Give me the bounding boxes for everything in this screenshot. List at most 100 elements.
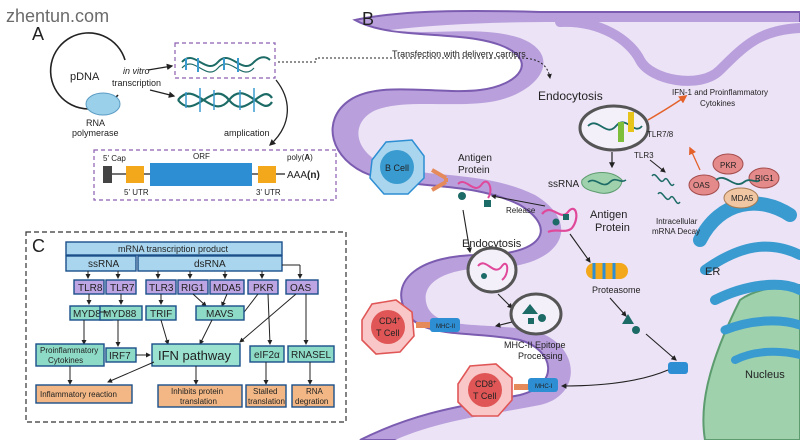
- double-strand-dna: [177, 88, 273, 112]
- polya-tail-label: AAA(n): [287, 170, 320, 181]
- rna-polymerase-shape: [85, 92, 121, 116]
- amplication-label: amplication: [224, 128, 270, 138]
- transfection-label: Transfection with delivery carriers: [392, 49, 526, 59]
- endocytosis-top-label: Endocytosis: [538, 89, 603, 103]
- pkr-sensor: [712, 153, 744, 175]
- mrna-dashed-box: [174, 42, 276, 79]
- orf-block: [150, 163, 252, 186]
- nucleus-label: Nucleus: [745, 369, 785, 381]
- tlr8-box: TLR8: [78, 283, 103, 294]
- mrna-decay-label: mRNA Decay: [652, 227, 700, 236]
- trif-box: TRIF: [150, 309, 172, 320]
- proinflammatory-label-2: Cytokines: [48, 356, 83, 365]
- cell-background: [331, 9, 800, 440]
- utr5-label: 5' UTR: [124, 188, 149, 197]
- cd8-t-cell: CD8+ T Cell MHC-I: [457, 363, 558, 417]
- mhc2-processing-label-2: Processing: [518, 351, 563, 361]
- b-cell: B Cell: [369, 139, 448, 195]
- tlr78-label: TLR7/8: [647, 130, 674, 139]
- ssrna-label: ssRNA: [548, 179, 579, 190]
- transcription-label: transcription: [112, 78, 161, 88]
- ifn-label-1: IFN-1 and Proinflammatory: [672, 88, 768, 97]
- rna-deg-label-1: RNA: [306, 387, 324, 396]
- cytoplasm: [358, 22, 800, 440]
- pdna-label: pDNA: [70, 71, 100, 83]
- mhc1-in-er: [668, 362, 688, 374]
- inhibits-label-1: Inhibits protein: [171, 387, 223, 396]
- header-arrows: [85, 264, 303, 279]
- polymerase-label: polymerase: [72, 128, 119, 138]
- stalled-label-1: Stalled: [253, 387, 277, 396]
- oas-label: OAS: [693, 181, 710, 190]
- eif2a-box: eIF2α: [254, 350, 280, 361]
- cd4-tcell-label: T Cell: [376, 328, 399, 338]
- mavs-box: MAVS: [206, 309, 234, 320]
- peptide-fragments: [622, 314, 640, 334]
- ssrna-escape: [581, 172, 627, 194]
- intracellular-label: Intracellular: [656, 217, 698, 226]
- antigen-protein-mid: [541, 207, 578, 234]
- endosome-mid: [466, 246, 518, 294]
- mhc2-tag: MHC-II: [436, 324, 455, 330]
- pathway-row: Proinflammatory Cytokines IRF7 IFN pathw…: [35, 343, 335, 367]
- cd8-tcell-label: T Cell: [473, 391, 496, 401]
- oas-box: OAS: [290, 283, 311, 294]
- antigen-protein-top: [457, 180, 492, 207]
- watermark-text: zhentun.com: [6, 6, 109, 26]
- mda5-sensor: [723, 187, 759, 209]
- oas-sensor: [688, 174, 720, 196]
- cd8-label: CD8+: [475, 379, 497, 389]
- intracellular-rna-strands: [651, 173, 681, 205]
- antigen-label-2: Antigen: [590, 209, 627, 221]
- ifn-label-2: Cytokines: [700, 99, 735, 108]
- proinflammatory-label-1: Proinflammatory: [40, 346, 98, 355]
- cap-label: 5' Cap: [103, 154, 126, 163]
- myd88-box-2: MYD88: [103, 309, 137, 320]
- ssrna-header: ssRNA: [88, 259, 119, 270]
- plasmid-dna: pDNA RNA polymerase: [49, 32, 126, 138]
- er-label: ER: [705, 266, 720, 278]
- rna-label: RNA: [86, 118, 105, 128]
- in-vitro-label: in vitro: [123, 66, 150, 76]
- inflammatory-reaction-box: Inflammatory reaction: [40, 390, 117, 399]
- outcome-arrows: [67, 352, 313, 385]
- b-cell-label: B Cell: [385, 163, 409, 173]
- polya-label: poly(A): [287, 153, 313, 162]
- tlr3-box: TLR3: [149, 283, 174, 294]
- protein-label-2: Protein: [595, 222, 630, 234]
- proteasome-label: Proteasome: [592, 285, 641, 295]
- mhc1-tag: MHC-I: [535, 384, 553, 390]
- mrna-construct-box: [93, 149, 337, 201]
- three-prime-utr: [258, 166, 276, 183]
- pkr-box: PKR: [253, 283, 274, 294]
- antigen-label-1: Antigen: [458, 153, 492, 164]
- panel-c-letter: C: [32, 236, 45, 256]
- ifn-pathway-box: IFN pathway: [158, 348, 231, 363]
- receptor-arrows: [86, 293, 309, 345]
- inhibits-label-2: translation: [180, 397, 217, 406]
- rna-deg-label-2: degration: [295, 397, 328, 406]
- mhc2-processing-vesicle: [509, 292, 563, 336]
- cd4-t-cell: CD4+ T Cell MHC-II: [361, 299, 460, 355]
- inner-membrane-fold: [555, 16, 800, 86]
- rig1-sensor: [748, 167, 780, 189]
- rnasel-box: RNASEL: [291, 350, 331, 361]
- adaptor-row: MYD88 MYD88 TRIF MAVS: [69, 305, 245, 321]
- header-label: mRNA transcription product: [118, 244, 229, 254]
- proteasome: [586, 263, 628, 279]
- mhc2-processing-label-1: MHC-II Epitope: [504, 340, 566, 350]
- rig1-label: RIG1: [755, 174, 774, 183]
- utr3-label: 3' UTR: [256, 188, 281, 197]
- protein-label-1: Protein: [458, 165, 490, 176]
- stalled-label-2: translation: [248, 397, 285, 406]
- transfection-arrow: [278, 57, 552, 79]
- five-prime-utr: [126, 166, 144, 183]
- irf7-box: IRF7: [109, 351, 131, 362]
- single-strand-mrna: [181, 56, 271, 73]
- receptor-row: TLR8 TLR7 TLR3 RIG1 MDA5 PKR OAS: [73, 279, 319, 295]
- cytosolic-sensors: PKR RIG1 OAS MDA5: [688, 146, 780, 209]
- adaptor-arrows: [81, 311, 213, 347]
- outcome-row: Inflammatory reaction Inhibits protein t…: [35, 384, 335, 408]
- myd88-box-1: MYD88: [73, 309, 107, 320]
